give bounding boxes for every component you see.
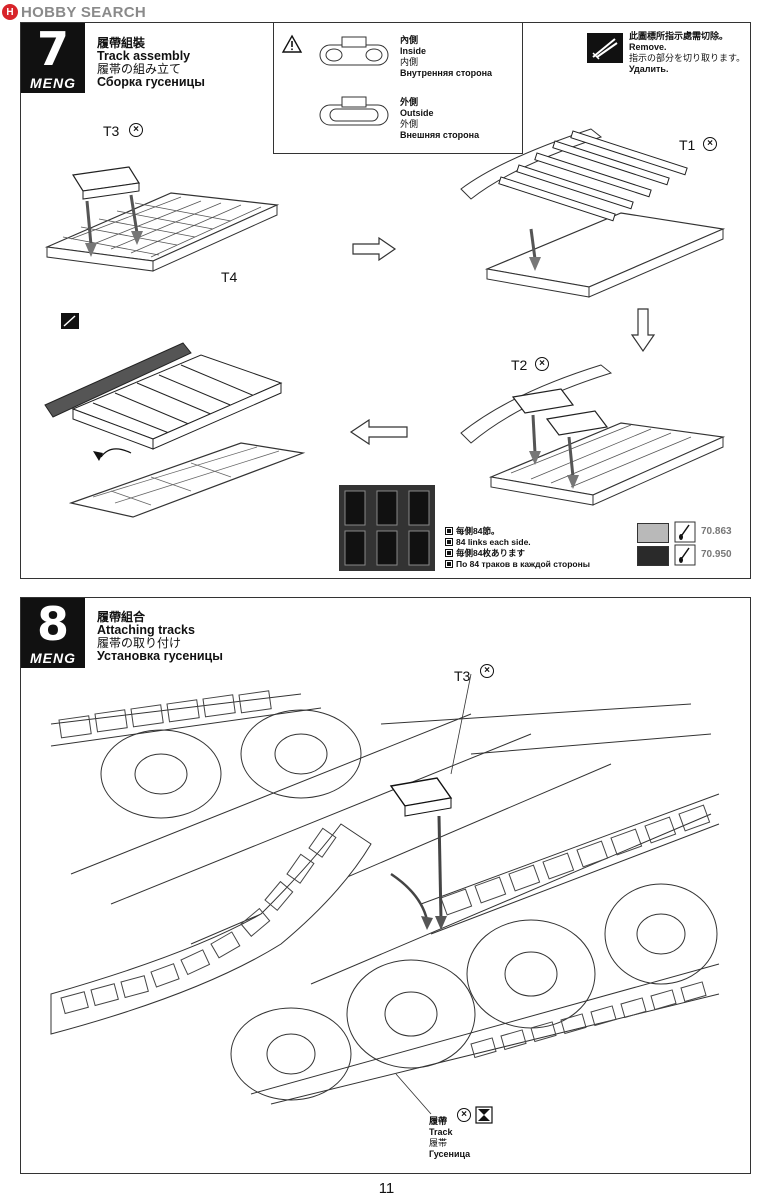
warning-icon	[281, 34, 303, 53]
inside-ja: 内側	[400, 57, 419, 67]
watermark-logo: H	[2, 4, 18, 20]
bullet-icon	[445, 548, 453, 557]
bullet-icon	[445, 537, 453, 546]
step7-title-ja: 履帯の組み立て	[97, 62, 182, 76]
label-t2: T2	[511, 357, 528, 373]
step8-title-zh: 履帶組合	[97, 610, 146, 624]
track-links-swatch	[339, 485, 435, 571]
remove-note-ja: 指示の部分を切り取ります。	[629, 53, 746, 63]
step7-brand-logo: MENG	[30, 75, 76, 91]
arrow-right-icon	[352, 236, 397, 262]
paint-swatch-2	[637, 546, 669, 566]
step7-title-zh: 履帶組裝	[97, 36, 146, 50]
track-callout-ja: 履帯	[429, 1138, 448, 1148]
step7-panel: 7 MENG 履帶組裝 Track assembly 履帯の組み立て Сборк…	[20, 22, 751, 579]
label-t4: T4	[221, 269, 238, 285]
paint-brush-icon	[674, 521, 696, 543]
watermark-text: HOBBY SEARCH	[21, 3, 147, 21]
inside-ru: Внутренняя сторона	[400, 68, 493, 78]
links-note-ru: По 84 траков в каждой стороны	[456, 558, 590, 569]
step8-brand-logo: MENG	[30, 650, 76, 666]
inside-zh: 內側	[400, 35, 419, 45]
links-note-ru-line: По 84 траков в каждой стороны	[445, 558, 590, 569]
track-link-outside-icon	[319, 96, 389, 126]
arrow-left-icon	[349, 418, 408, 446]
step8-title-en: Attaching tracks	[97, 623, 195, 637]
cement-icon	[475, 1106, 493, 1124]
page-number: 11	[378, 1180, 395, 1197]
watermark: H HOBBY SEARCH	[2, 3, 146, 21]
label-t1: T1	[679, 137, 696, 153]
links-note: 每側84節。 84 links each side. 毎側84枚あります По …	[445, 525, 590, 569]
no-glue-icon: ×	[129, 123, 143, 137]
paint-code-2: 70.950	[701, 549, 732, 560]
track-callout-en: Track	[429, 1127, 453, 1137]
links-note-ja: 毎側84枚あります	[456, 547, 525, 558]
step7-title: 履帶組裝 Track assembly 履帯の組み立て Сборка гусен…	[97, 37, 205, 89]
step7-title-en: Track assembly	[97, 49, 191, 63]
outside-label: 外側 Outside 外側 Внешняя сторона	[400, 97, 479, 141]
cutter-icon	[61, 313, 79, 329]
cutter-icon	[587, 33, 623, 63]
paint-swatch-1	[637, 523, 669, 543]
step8-number: 8	[36, 597, 69, 651]
step8-title-ja: 履帯の取り付け	[97, 636, 182, 650]
track-callout-zh: 履帶	[429, 1116, 448, 1126]
sprue-t1-illustration	[460, 128, 726, 298]
step8-title: 履帶組合 Attaching tracks 履帯の取り付け Установка …	[97, 611, 223, 663]
no-glue-icon: ×	[703, 137, 717, 151]
label-t3-b: T3	[454, 668, 471, 684]
remove-note: 此圖標所指示處需切除。 Remove. 指示の部分を切り取ります。 Удалит…	[629, 31, 749, 75]
inside-en: Inside	[400, 46, 427, 56]
remove-note-ru: Удалить.	[629, 64, 669, 74]
outside-zh: 外側	[400, 97, 419, 107]
remove-note-en: Remove.	[629, 42, 667, 52]
outside-ru: Внешняя сторона	[400, 130, 480, 140]
orientation-box: 內側 Inside 内側 Внутренняя сторона 外側 Outsi…	[273, 23, 523, 154]
step8-badge: 8 MENG	[21, 598, 85, 668]
bullet-icon	[445, 559, 453, 568]
inside-label: 內側 Inside 内側 Внутренняя сторона	[400, 35, 492, 79]
track-section-illustration	[44, 342, 306, 518]
links-note-en: 84 links each side.	[456, 536, 531, 547]
paint-brush-icon	[674, 544, 696, 566]
track-callout-ru: Гусеница	[429, 1149, 471, 1159]
label-t3-a: T3	[103, 123, 120, 139]
sprue-t4-illustration	[44, 166, 280, 272]
remove-note-zh: 此圖標所指示處需切除。	[629, 31, 729, 41]
outside-ja: 外側	[400, 119, 419, 129]
step8-panel: 8 MENG 履帶組合 Attaching tracks 履帯の取り付け Уст…	[20, 597, 751, 1174]
links-note-zh: 每側84節。	[456, 525, 500, 536]
sprue-t2-illustration	[460, 364, 726, 506]
step7-number: 7	[36, 22, 69, 76]
no-glue-icon: ×	[480, 664, 494, 678]
no-glue-icon: ×	[535, 357, 549, 371]
track-callout: 履帶 Track 履帯 Гусеница	[429, 1116, 470, 1160]
step7-badge: 7 MENG	[21, 23, 85, 93]
outside-en: Outside	[400, 108, 434, 118]
hull-tracks-illustration	[50, 673, 720, 1115]
track-link-inside-icon	[319, 36, 389, 66]
no-glue-icon: ×	[457, 1108, 471, 1122]
arrow-down-icon	[630, 308, 656, 353]
bullet-icon	[445, 526, 453, 535]
links-note-en-line: 84 links each side.	[445, 536, 590, 547]
links-note-ja-line: 毎側84枚あります	[445, 547, 590, 558]
step8-title-ru: Установка гусеницы	[97, 649, 223, 663]
step7-title-ru: Сборка гусеницы	[97, 75, 205, 89]
links-note-zh-line: 每側84節。	[445, 525, 590, 536]
paint-code-1: 70.863	[701, 526, 732, 537]
